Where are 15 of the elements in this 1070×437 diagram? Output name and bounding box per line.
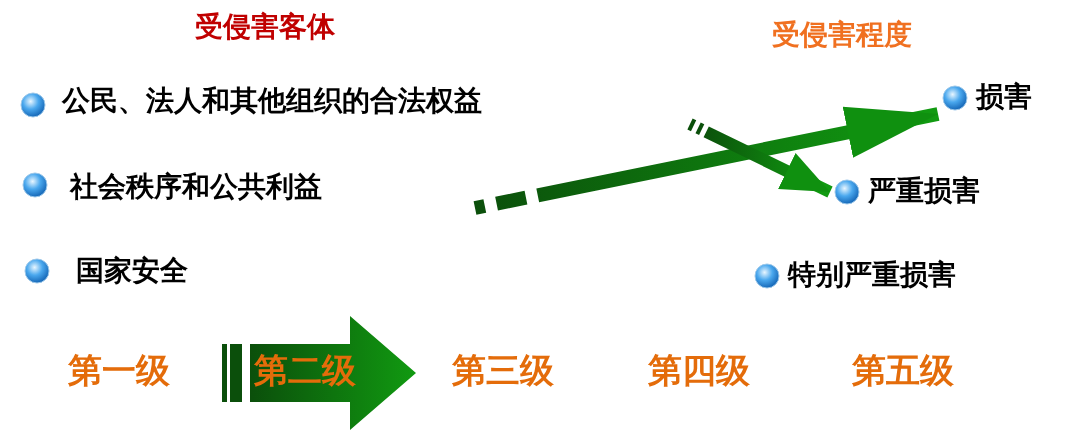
item-text: 特别严重损害 bbox=[788, 257, 956, 293]
level-label: 第一级 bbox=[68, 349, 170, 392]
level-label: 第四级 bbox=[648, 349, 750, 392]
level-label: 第二级 bbox=[254, 349, 356, 392]
item-text: 公民、法人和其他组织的合法权益 bbox=[62, 83, 482, 119]
item-text: 国家安全 bbox=[76, 253, 188, 289]
level-label: 第五级 bbox=[852, 349, 954, 392]
heading: 受侵害程度 bbox=[772, 17, 912, 53]
heading: 受侵害客体 bbox=[195, 9, 335, 45]
level-label: 第三级 bbox=[452, 349, 554, 392]
arrow bbox=[473, 106, 940, 215]
item-text: 社会秩序和公共利益 bbox=[70, 169, 322, 205]
arrow bbox=[687, 118, 833, 198]
item-text: 损害 bbox=[976, 79, 1032, 115]
item-text: 严重损害 bbox=[868, 173, 980, 209]
